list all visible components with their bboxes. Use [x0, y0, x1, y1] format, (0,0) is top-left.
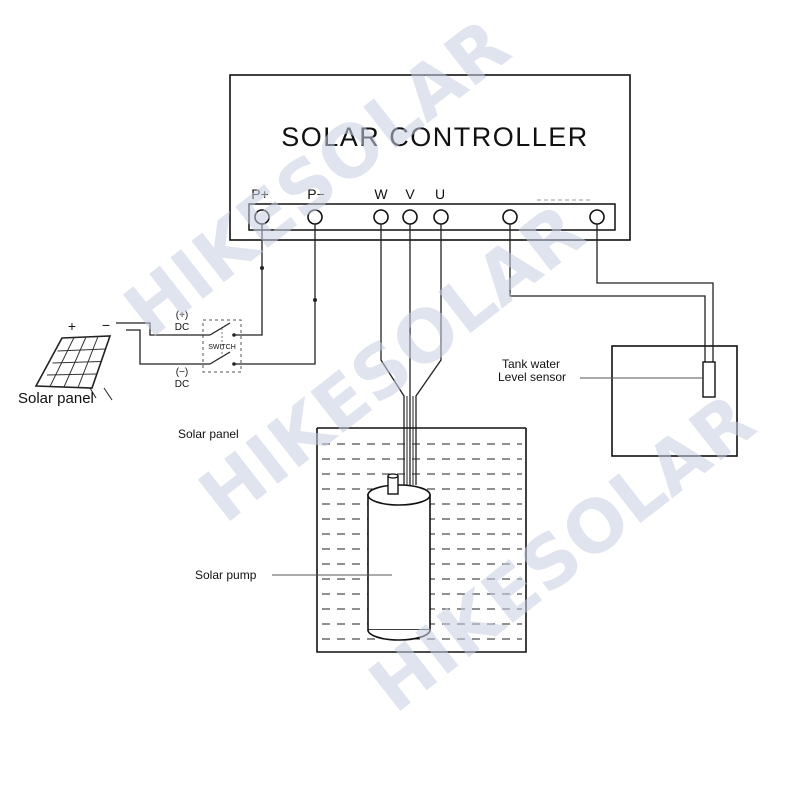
- wire-panel-positive: [116, 322, 210, 336]
- terminal-label-p-minus: P−: [307, 186, 325, 202]
- tank-label-line2: Level sensor: [498, 370, 566, 384]
- wire-w: [380, 224, 405, 485]
- tank-label-line1: Tank water: [502, 357, 560, 371]
- solar-panel-label: Solar panel: [18, 390, 94, 407]
- wire-u: [415, 224, 442, 485]
- terminal-label-v: V: [405, 186, 415, 202]
- solar-pump: [367, 473, 431, 641]
- dc-negative-sign: (−): [176, 367, 189, 378]
- terminal-label-u: U: [435, 186, 445, 202]
- terminal-screw-u: [433, 209, 449, 225]
- wire-sensor-2: [596, 224, 714, 362]
- well-label: Solar panel: [178, 427, 239, 441]
- switch-label: SWITCH: [208, 344, 236, 351]
- dc-positive-sign: (+): [176, 310, 189, 321]
- level-tank: [611, 345, 738, 457]
- controller-title: SOLAR CONTROLLER: [281, 122, 589, 152]
- panel-minus-sign: −: [102, 317, 110, 333]
- wire-sensor-1: [509, 224, 706, 362]
- terminal-screw-v: [402, 209, 418, 225]
- wire-negative-to-controller: [234, 224, 316, 365]
- water-level-lines: [322, 443, 522, 640]
- dc-negative-label: DC: [175, 379, 189, 390]
- panel-plus-sign: +: [68, 318, 76, 334]
- junction-negative: [313, 298, 317, 302]
- terminal-label-p-plus: P+: [251, 186, 269, 202]
- wire-positive-to-controller: [234, 224, 263, 336]
- wire-panel-negative: [126, 329, 210, 365]
- level-sensor-probe: [702, 361, 716, 398]
- well-tank: [316, 428, 527, 653]
- terminal-screw-sensor-2: [589, 209, 605, 225]
- terminal-screw-w: [373, 209, 389, 225]
- junction-positive: [260, 266, 264, 270]
- pump-label: Solar pump: [195, 568, 257, 582]
- solar-panel-icon: [34, 335, 113, 401]
- dc-positive-label: DC: [175, 322, 189, 333]
- terminal-label-w: W: [374, 186, 388, 202]
